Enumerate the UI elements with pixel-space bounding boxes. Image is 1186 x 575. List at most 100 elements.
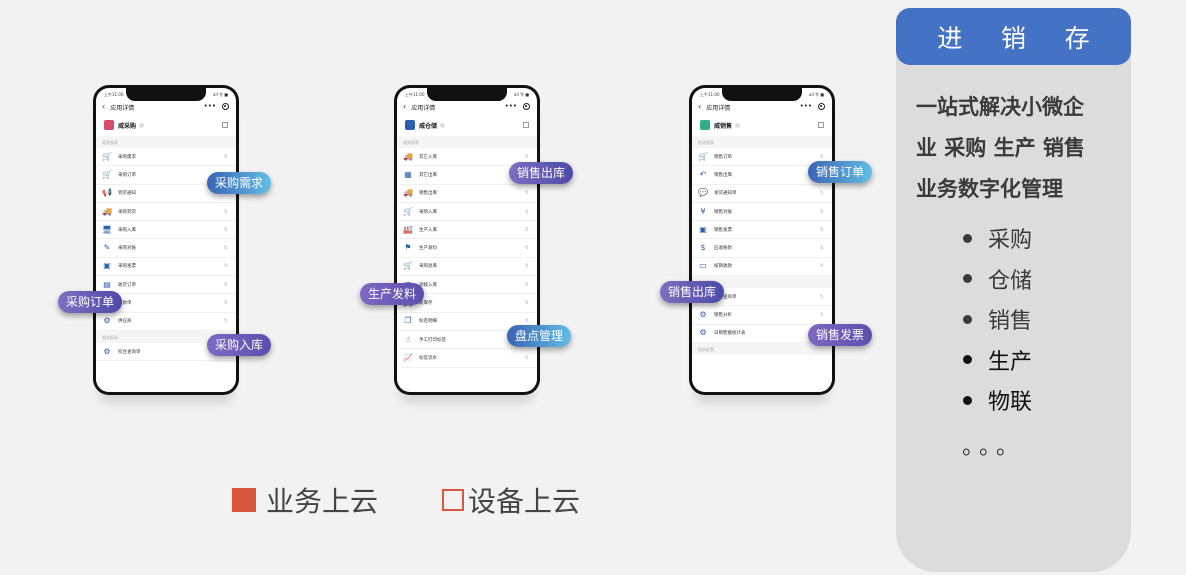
sort-icon[interactable]: ⇅ [819, 153, 824, 160]
list-item-label: 销售对账 [714, 209, 732, 215]
tag-sales-invoice[interactable]: 销售发票 [808, 324, 873, 346]
sort-icon[interactable]: ⇅ [819, 312, 824, 319]
sort-icon[interactable]: ⇅ [223, 245, 228, 252]
list-item[interactable]: 🛒销售订单⇅ [692, 148, 832, 167]
flag-icon: ⚑ [404, 243, 412, 253]
section-header: 相关报表 [692, 136, 832, 148]
sort-icon[interactable]: ⇅ [524, 354, 529, 361]
section-header: 相关配置 [692, 342, 832, 355]
app-header: 威仓储 [397, 114, 537, 136]
sort-icon[interactable]: ⇅ [819, 293, 824, 300]
feature-label: 仓储 [988, 268, 1033, 294]
list-item-label: 手工打印标签 [419, 337, 446, 343]
app-header: 威采购 [96, 114, 236, 136]
sort-icon[interactable]: ⇅ [223, 300, 228, 307]
list-item[interactable]: ▭核销收款⇅ [692, 258, 832, 277]
list-item[interactable]: ¥销售对账⇅ [692, 203, 832, 222]
sort-icon[interactable]: ⇅ [223, 318, 228, 325]
cart-icon: 🛒 [102, 151, 112, 161]
list-item[interactable]: 🛒采购退库⇅ [397, 258, 537, 277]
tag-purchase-order[interactable]: 采购订单 [58, 291, 123, 313]
cart-icon: 🛒 [403, 261, 413, 271]
sort-icon[interactable]: ⇅ [524, 208, 529, 215]
tag-purchase-inbound[interactable]: 采购入库 [207, 334, 272, 356]
sort-icon[interactable]: ⇅ [524, 263, 529, 270]
list-item[interactable]: 🏭生产入库⇅ [397, 221, 537, 240]
sort-icon[interactable]: ⇅ [819, 190, 824, 197]
list-item[interactable]: ⚑ 生产发料 ⇅ [397, 239, 537, 258]
list-item-label: 核销收款 [714, 264, 732, 270]
tag-sales-outbound-2[interactable]: 销售出库 [660, 281, 725, 303]
list-item[interactable]: 🖥采购入库⇅ [96, 221, 236, 240]
back-icon[interactable]: ‹ [102, 102, 106, 111]
sort-icon[interactable]: ⇅ [524, 153, 529, 160]
back-icon[interactable]: ‹ [698, 102, 702, 111]
list-item[interactable]: 🚚采购到货⇅ [96, 203, 236, 222]
sort-icon[interactable]: ⇅ [223, 208, 228, 215]
sort-icon[interactable]: ⇅ [819, 226, 824, 233]
list-item-label: 销售出库 [419, 191, 437, 197]
sort-icon[interactable]: ⇅ [524, 318, 529, 325]
gear-icon: ⚙ [699, 328, 707, 338]
tag-production-issue[interactable]: 生产发料 [360, 283, 425, 305]
list-item[interactable]: 💬发货通知单⇅ [692, 185, 832, 203]
more-ellipsis: 。。。 [962, 434, 1025, 460]
status-time: 上午11:00 [104, 92, 124, 97]
hand-icon: ☝ [405, 334, 411, 344]
sort-icon[interactable]: ⇅ [819, 245, 824, 252]
list-item[interactable]: ❐标签明细⇅ [397, 313, 537, 331]
sort-icon[interactable]: ⇅ [819, 208, 824, 215]
list-item-label: 到货通知 [118, 191, 136, 197]
more-icon[interactable]: ••• [504, 102, 517, 110]
back-icon[interactable]: ‹ [403, 102, 407, 111]
qr-icon[interactable] [523, 122, 529, 128]
list-item[interactable]: 🚚其它入库⇅ [397, 148, 537, 167]
more-icon[interactable]: ••• [203, 102, 216, 110]
sort-icon[interactable]: ⇅ [524, 226, 529, 233]
sort-icon[interactable]: ⇅ [223, 263, 228, 270]
tag-sales-order[interactable]: 销售订单 [808, 161, 873, 183]
sort-icon[interactable]: ⇅ [524, 281, 529, 288]
list-item[interactable]: ▣销售发票⇅ [692, 221, 832, 240]
list-item[interactable]: 🛒采购入库⇅ [397, 203, 537, 222]
list-item-label: 生产发料 [419, 246, 437, 252]
info-icon[interactable] [440, 122, 446, 128]
list-item[interactable]: $应收账款⇅ [692, 239, 832, 258]
sort-icon[interactable]: ⇅ [524, 300, 529, 307]
info-icon[interactable] [139, 122, 145, 128]
list-item[interactable]: ✎采购对账⇅ [96, 239, 236, 258]
section-header: 相关报表 [96, 136, 236, 148]
list-item-label: 生产入库 [419, 227, 437, 233]
sort-icon[interactable]: ⇅ [524, 245, 529, 252]
list-item[interactable]: 🚚销售出库⇅ [397, 185, 537, 203]
feature-label: 销售 [988, 309, 1033, 335]
list-item[interactable]: ▤收货订单⇅ [96, 276, 236, 295]
list-item[interactable]: ▣采购发票⇅ [96, 258, 236, 277]
more-icon[interactable]: ••• [799, 102, 812, 110]
tag-sales-outbound[interactable]: 销售出库 [509, 162, 574, 184]
list-item-label: 销售发票 [714, 227, 732, 233]
list-item-label: 采购入库 [118, 227, 136, 233]
filled-square-icon [232, 488, 256, 512]
qr-icon[interactable] [818, 122, 824, 128]
info-icon[interactable] [735, 122, 741, 128]
sort-icon[interactable]: ⇅ [819, 263, 824, 270]
feature-label: 物联 [988, 390, 1033, 416]
sort-icon[interactable]: ⇅ [223, 281, 228, 288]
panel-description: 一站式解决小微企 业 采购 生产 销售 业务数字化管理 [896, 65, 1131, 210]
list-item[interactable]: ⚙销售分析⇅ [692, 306, 832, 325]
qr-icon[interactable] [222, 122, 228, 128]
sort-icon[interactable]: ⇅ [223, 153, 228, 160]
list-item[interactable]: 🛒采购需求⇅ [96, 148, 236, 167]
list-item[interactable]: 📈标签流水⇅ [397, 349, 537, 368]
tag-stock-count[interactable]: 盘点管理 [507, 325, 572, 347]
app-name: 威仓储 [419, 122, 438, 130]
close-target-icon[interactable] [818, 103, 825, 110]
close-target-icon[interactable] [222, 103, 229, 110]
sort-icon[interactable]: ⇅ [524, 190, 529, 197]
list-item[interactable]: ⚙供应商⇅ [96, 313, 236, 331]
feature-label: 采购 [988, 228, 1033, 254]
close-target-icon[interactable] [523, 103, 530, 110]
tag-purchase-demand[interactable]: 采购需求 [207, 172, 272, 194]
sort-icon[interactable]: ⇅ [223, 226, 228, 233]
